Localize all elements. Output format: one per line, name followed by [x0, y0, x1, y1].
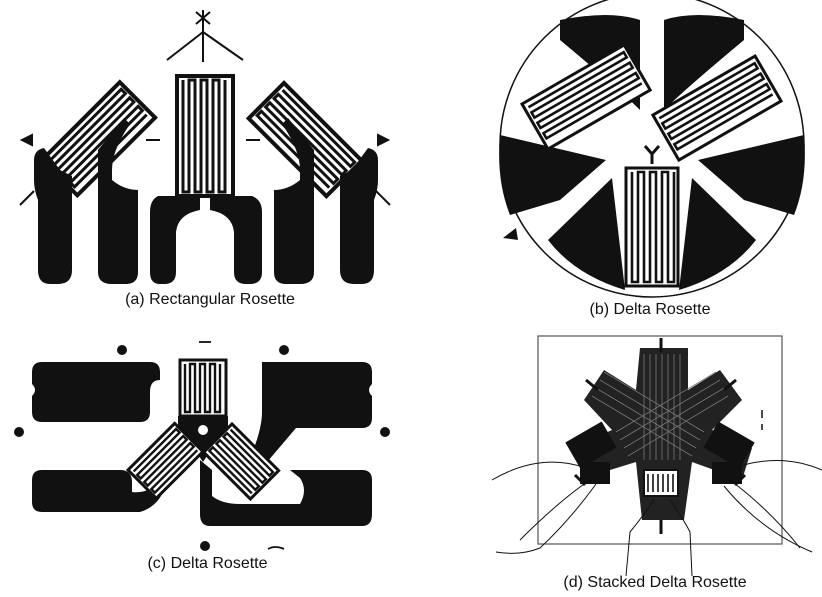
- alignment-mark: [166, 10, 244, 62]
- stacked-grids: [565, 348, 755, 520]
- caption-panel-b: (b) Delta Rosette: [589, 301, 711, 318]
- gauge-grid-top: [178, 358, 228, 418]
- caption-panel-a: (a) Rectangular Rosette: [125, 291, 295, 308]
- orientation-mark: [503, 228, 518, 240]
- gauge-grid-upper-right: [650, 53, 784, 163]
- gauge-grid-center: [175, 74, 235, 198]
- gauge-grid-lower-right: [201, 421, 281, 502]
- caption-panel-c: (c) Delta Rosette: [147, 555, 268, 572]
- circular-carrier: [499, 0, 805, 298]
- gauge-grid-bottom: [624, 166, 680, 288]
- gauge-grid-left: [39, 79, 158, 199]
- carrier-frame: [537, 335, 783, 545]
- solder-tabs: [34, 118, 378, 284]
- alignment-dots: [14, 345, 390, 551]
- panel-a-rectangular-rosette: [19, 10, 391, 284]
- panel-d-stacked-delta-rosette: [491, 335, 822, 577]
- orientation-marks: [19, 133, 391, 206]
- panel-b-delta-rosette: [499, 0, 805, 298]
- caption-panel-d: (d) Stacked Delta Rosette: [563, 574, 747, 591]
- gauge-grid-lower-left: [125, 421, 206, 501]
- center-mark: [643, 145, 661, 164]
- alignment-marks: [573, 338, 763, 534]
- gauge-grid-upper-left: [519, 42, 653, 152]
- panel-c-delta-rosette: [14, 341, 390, 551]
- lead-wires: [491, 460, 822, 577]
